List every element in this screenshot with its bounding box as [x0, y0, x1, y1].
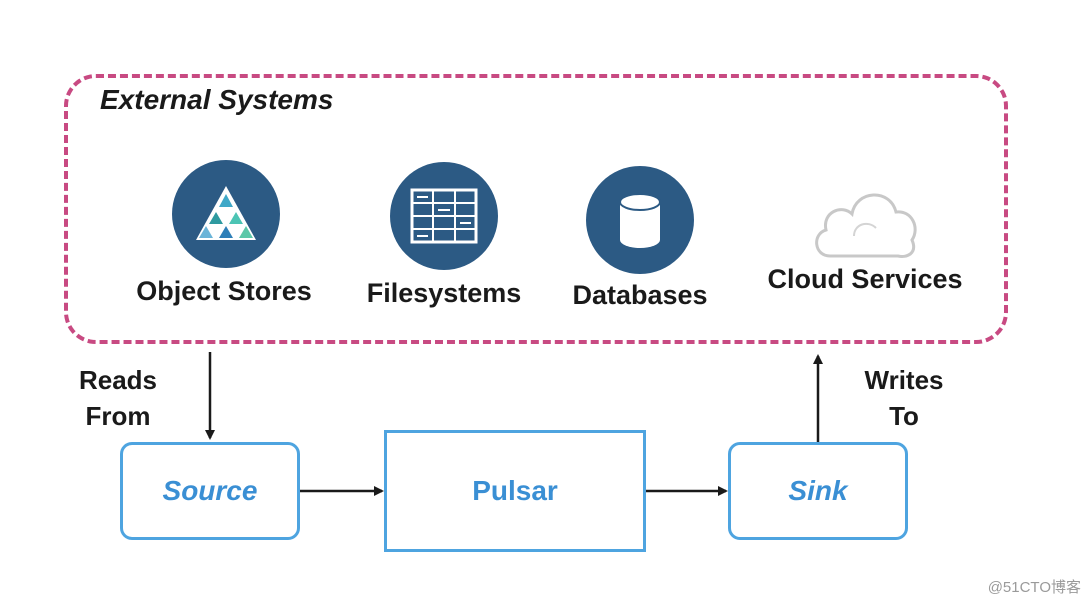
pulsar-label: Pulsar	[472, 475, 558, 506]
system-label-databases: Databases	[572, 280, 708, 310]
pyramid-icon	[172, 160, 280, 268]
sink-label: Sink	[788, 475, 848, 506]
system-label-object-stores: Object Stores	[136, 276, 312, 306]
reads-label-line1: Reads	[78, 365, 158, 395]
source-node: Source	[120, 442, 300, 540]
writes-label-line2: To	[889, 401, 919, 431]
writes-to-label: Writes To	[842, 362, 966, 434]
external-systems-title: External Systems	[100, 84, 334, 115]
reads-from-label: Reads From	[58, 362, 178, 434]
external-systems-container	[64, 74, 1008, 344]
reads-label-line2: From	[85, 401, 151, 431]
watermark: @51CTO博客	[987, 579, 1081, 596]
system-label-filesystems: Filesystems	[366, 278, 522, 308]
writes-label-line1: Writes	[864, 365, 944, 395]
cylinder-icon	[586, 166, 694, 274]
sink-node: Sink	[728, 442, 908, 540]
cloud-icon	[806, 176, 922, 266]
pulsar-node: Pulsar	[384, 430, 646, 552]
grid-icon	[390, 162, 498, 270]
source-label: Source	[162, 475, 258, 506]
system-label-cloud-services: Cloud Services	[767, 264, 963, 294]
